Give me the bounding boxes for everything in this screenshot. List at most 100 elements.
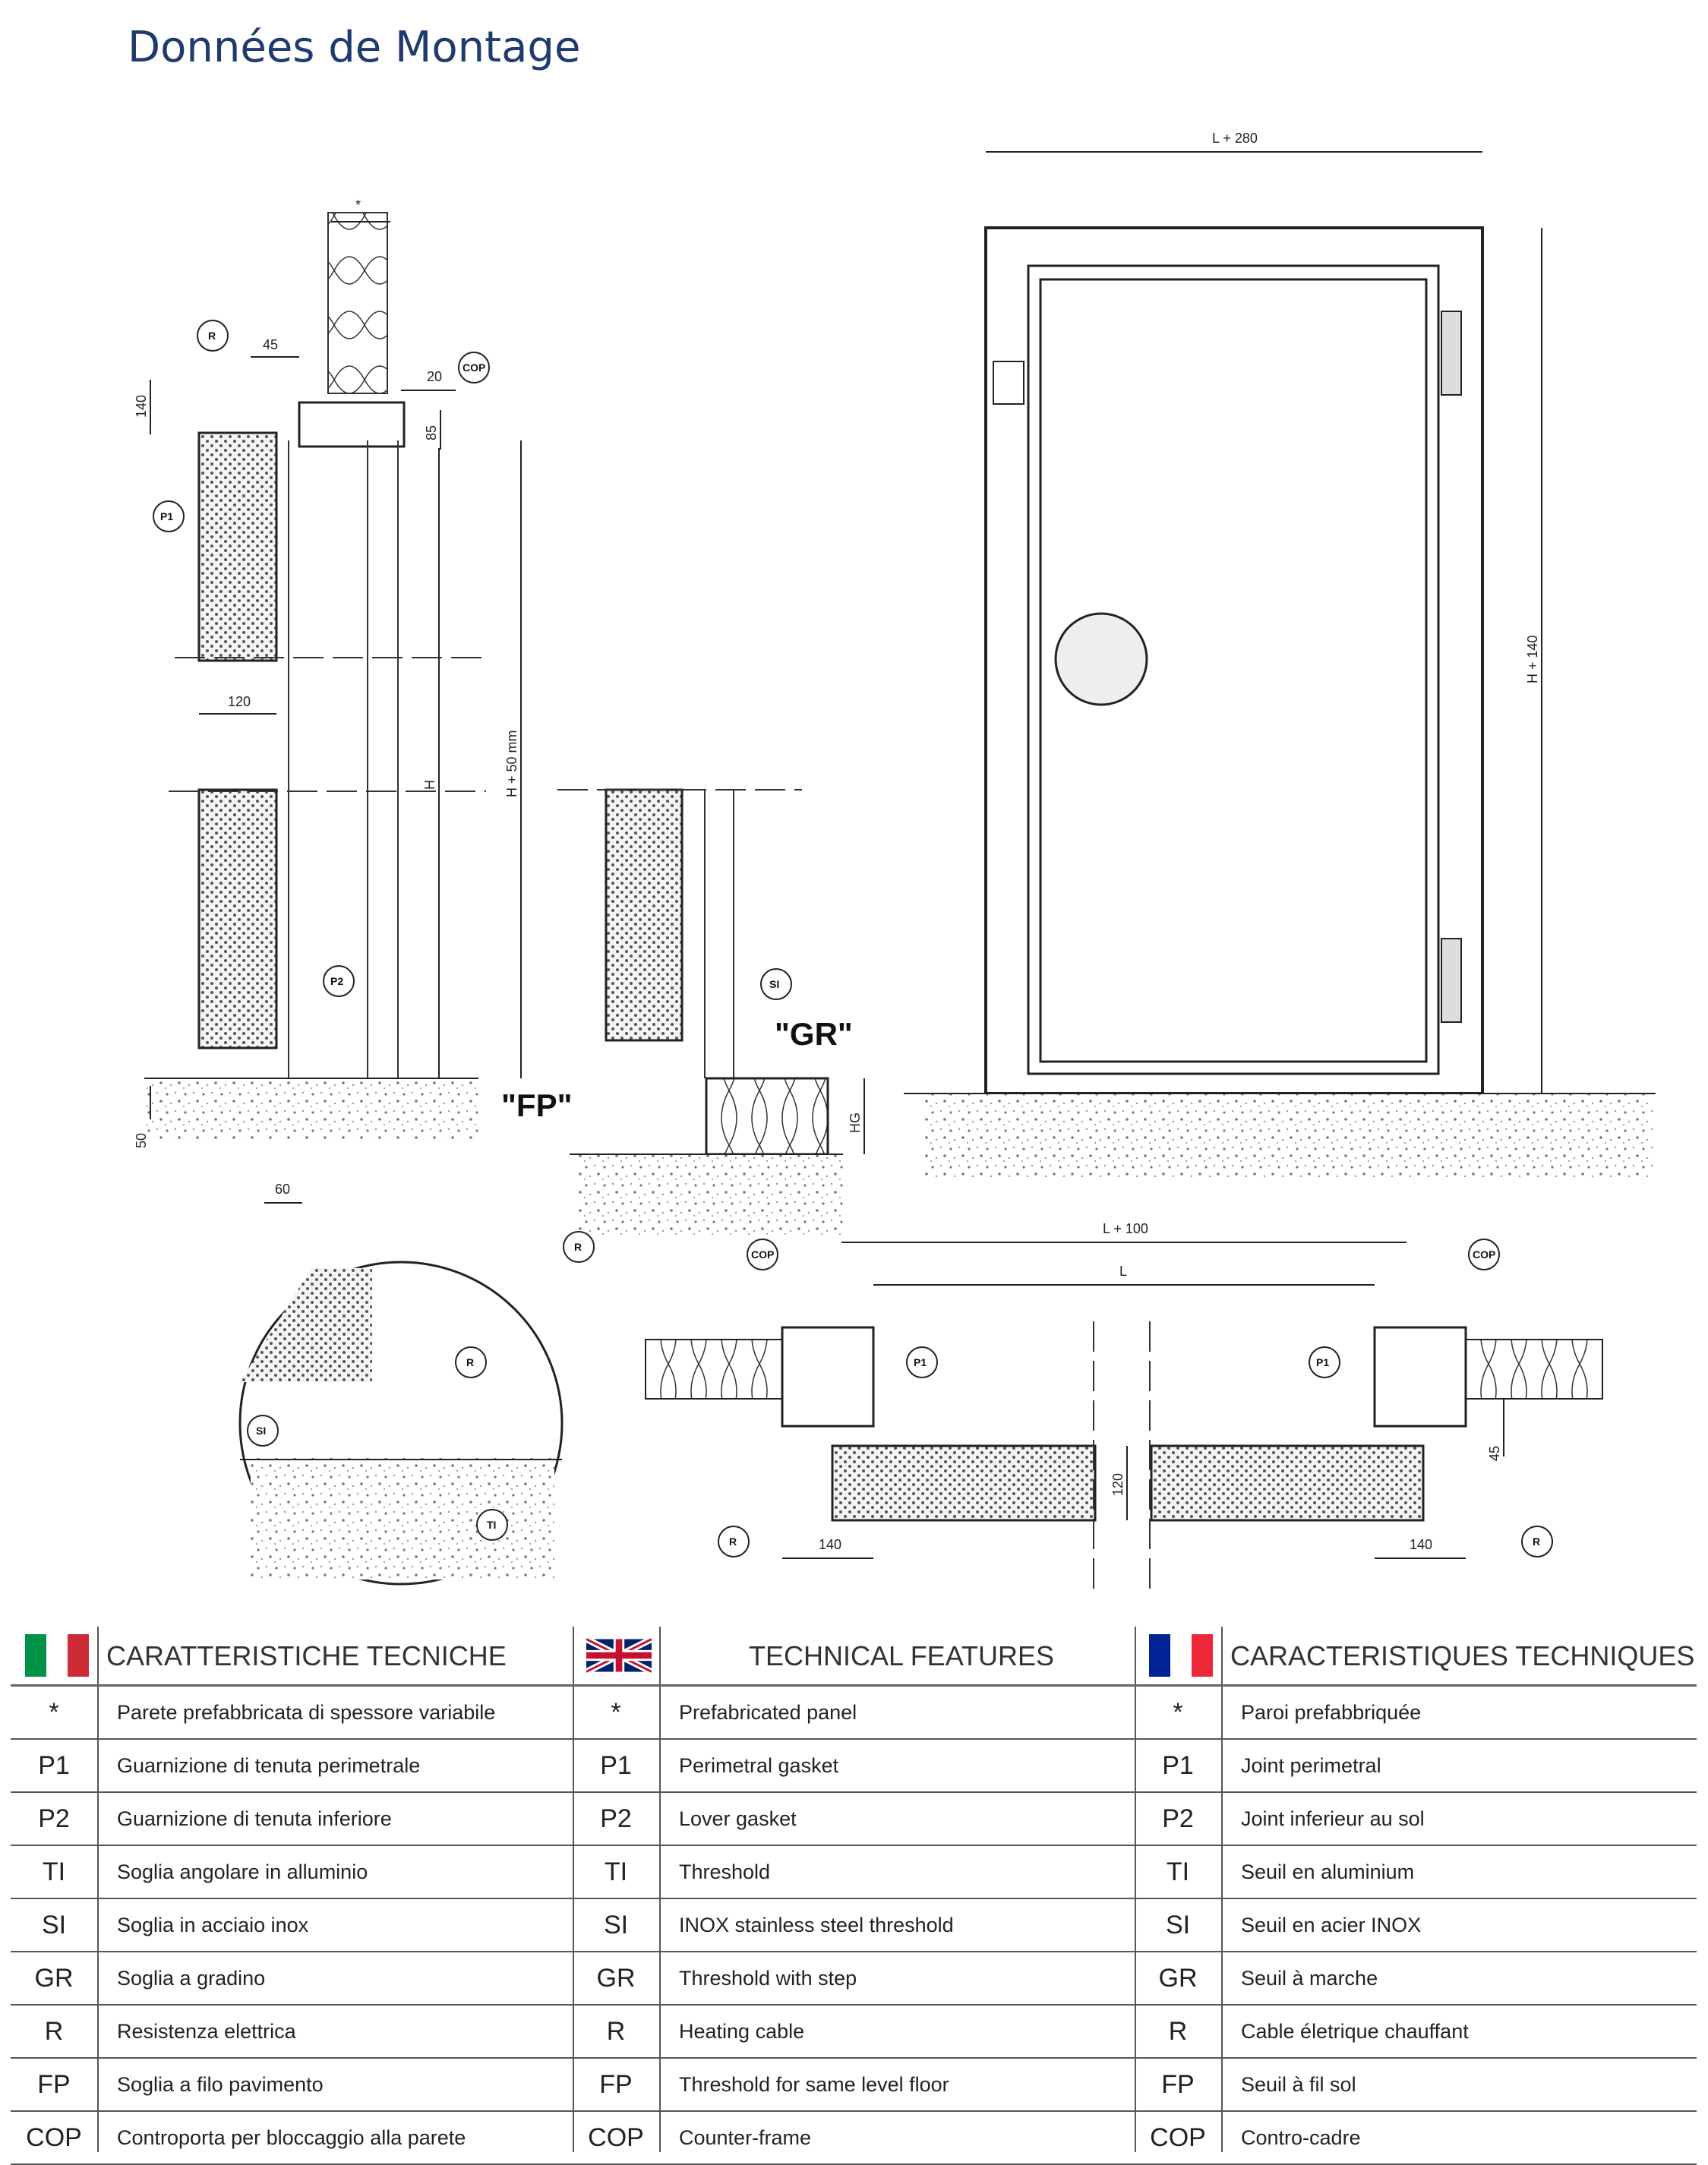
legend-row: GR Threshold with step [573, 1952, 1135, 2006]
row-text: Controporta per bloccaggio alla parete [117, 2126, 466, 2149]
legend-row: P1 Perimetral gasket [573, 1740, 1135, 1793]
wall-panel-insulation [327, 212, 388, 394]
plan-panel-right [1150, 1444, 1425, 1522]
gr-section: HG "GR" SI R [557, 788, 865, 1263]
fp-section: * 45 20 140 85 120 H H + 50 mm 50 60 "FP… [134, 197, 573, 1204]
dim-50: 50 [134, 1133, 149, 1148]
row-text: Parete prefabbricata di spessore variabi… [117, 1701, 496, 1724]
dim-star: * [355, 197, 361, 213]
row-text: Joint inferieur au sol [1241, 1807, 1425, 1830]
row-code: P2 [600, 1804, 632, 1833]
label-gr: "GR" [775, 1016, 853, 1052]
legend-header-it: CARATTERISTICHE TECNICHE [11, 1627, 573, 1687]
legend-row: SI Seuil en acier INOX [1135, 1899, 1697, 1952]
row-text: Paroi prefabbriquée [1241, 1701, 1422, 1724]
row-text: Guarnizione di tenuta perimetrale [117, 1754, 421, 1777]
row-text: Soglia a filo pavimento [117, 2073, 324, 2096]
row-code: P2 [38, 1804, 70, 1833]
row-text: Threshold for same level floor [679, 2073, 949, 2096]
dim-h: H [422, 780, 437, 790]
callout-cop-right: COP [1473, 1248, 1495, 1261]
dim-l280: L + 280 [1212, 131, 1258, 146]
legend-column-fr: CARACTERISTIQUES TECHNIQUES * Paroi prefa… [1135, 1627, 1697, 2165]
callout-p1-plan-right: P1 [1316, 1356, 1329, 1368]
legend-title-it: CARATTERISTICHE TECNICHE [106, 1640, 507, 1671]
dim-plan-120: 120 [1110, 1473, 1126, 1496]
row-code: FP [599, 2070, 633, 2099]
callout-p1-left: P1 [160, 510, 173, 522]
row-code: GR [596, 1964, 636, 1993]
row-code: * [611, 1698, 621, 1727]
legend-table: CARATTERISTICHE TECNICHE * Parete prefabb… [11, 1627, 1697, 2165]
legend-header-fr: CARACTERISTIQUES TECHNIQUES [1135, 1627, 1697, 1687]
callout-si-detail: SI [256, 1425, 266, 1437]
callout-r-top: R [208, 330, 216, 342]
technical-drawing: * 45 20 140 85 120 H H + 50 mm 50 60 "FP… [134, 131, 1656, 1595]
row-code: P1 [38, 1751, 70, 1780]
lock-box [993, 361, 1024, 405]
legend-column-en: TECHNICAL FEATURES *Prefabricated panel … [573, 1627, 1135, 2165]
row-text: INOX stainless steel threshold [679, 1914, 954, 1936]
row-code: * [1173, 1698, 1183, 1727]
callout-r-detail: R [466, 1356, 474, 1368]
dim-85: 85 [424, 425, 439, 440]
row-text: Threshold with step [679, 1967, 857, 1990]
floor-fp [144, 1078, 478, 1139]
callout-cop-top: COP [463, 361, 485, 374]
row-code: R [606, 2017, 626, 2046]
row-code: GR [34, 1964, 74, 1993]
france-flag-icon [1149, 1634, 1213, 1677]
callout-ti: TI [487, 1519, 496, 1531]
dim-plan-140-right: 140 [1410, 1537, 1432, 1552]
row-code: P1 [1162, 1751, 1194, 1780]
italy-flag-icon [25, 1634, 89, 1677]
legend-column-it: CARATTERISTICHE TECNICHE * Parete prefabb… [11, 1627, 573, 2165]
dim-20: 20 [427, 369, 442, 384]
row-text: Counter-frame [679, 2126, 812, 2149]
row-code: P1 [600, 1751, 632, 1780]
dim-h50: H + 50 mm [504, 730, 519, 797]
callout-r-gr: R [574, 1241, 582, 1253]
row-code: * [49, 1698, 59, 1727]
door-handle [1054, 612, 1148, 706]
step-threshold [705, 1077, 829, 1156]
legend-title-en: TECHNICAL FEATURES [749, 1640, 1055, 1671]
row-code: R [1168, 2017, 1188, 2046]
row-text: Perimetral gasket [679, 1754, 839, 1777]
hinge-bottom [1441, 938, 1462, 1023]
row-text: Heating cable [679, 2020, 805, 2043]
row-text: Contro-cadre [1241, 2126, 1361, 2149]
row-code: GR [1158, 1964, 1198, 1993]
dim-45: 45 [263, 337, 278, 352]
row-text: Prefabricated panel [679, 1701, 857, 1724]
row-code: P2 [1162, 1804, 1194, 1833]
row-text: Seuil à marche [1241, 1967, 1378, 1990]
floor-gr [577, 1154, 843, 1238]
row-text: Seuil à fil sol [1241, 2073, 1356, 2096]
legend-row: * Paroi prefabbriquée [1135, 1687, 1697, 1740]
callout-p1-plan-left: P1 [914, 1356, 927, 1368]
row-text: Seuil en acier INOX [1241, 1914, 1422, 1936]
row-text: Seuil en aluminium [1241, 1860, 1415, 1883]
plan-section: L + 100 L 120 45 140 140 COP COP P1 P1 R… [645, 1221, 1603, 1595]
dim-l: L [1119, 1264, 1127, 1279]
door-panel-lower [197, 788, 278, 1049]
plan-panel-left [831, 1444, 1097, 1522]
dim-120: 120 [228, 694, 251, 709]
door-elevation: L + 280 H + 140 [904, 131, 1656, 1177]
dim-plan-140-left: 140 [819, 1537, 841, 1552]
dim-60: 60 [275, 1182, 290, 1197]
row-text: Lover gasket [679, 1807, 797, 1830]
callout-si-gr: SI [769, 978, 779, 990]
dim-hg: HG [848, 1112, 863, 1133]
row-code: SI [1165, 1911, 1191, 1939]
door-panel-upper [197, 431, 278, 662]
legend-row: GR Seuil à marche [1135, 1952, 1697, 2006]
